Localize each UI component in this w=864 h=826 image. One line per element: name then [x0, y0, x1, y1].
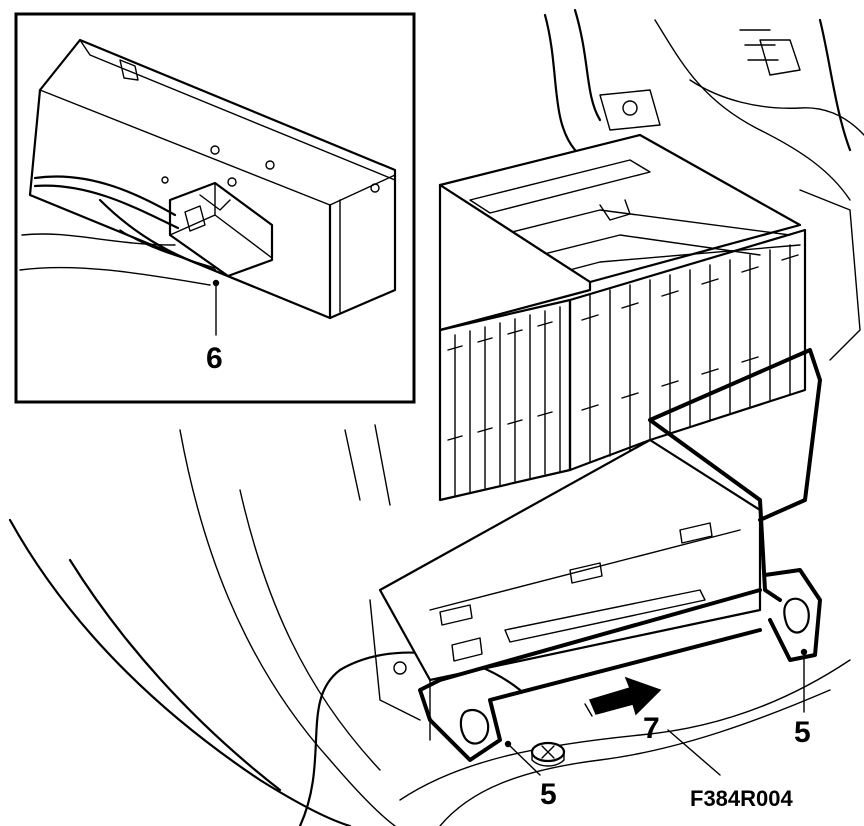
removal-direction-arrow	[584, 676, 662, 717]
leader-lines	[504, 648, 808, 776]
cooling-fins-right	[568, 228, 807, 472]
callout-5-right: 5	[794, 716, 811, 749]
callout-6: 6	[206, 342, 223, 375]
vehicle-body-contours	[8, 8, 864, 826]
callout-5-left: 5	[540, 778, 557, 811]
inset-detail: 6	[14, 12, 416, 404]
mounting-bracket	[393, 348, 822, 762]
fastener-bolt	[530, 741, 566, 767]
control-module	[369, 133, 807, 741]
callout-7: 7	[643, 712, 660, 745]
figure-code: F384R004	[690, 786, 794, 811]
cooling-fins-left	[438, 298, 572, 502]
